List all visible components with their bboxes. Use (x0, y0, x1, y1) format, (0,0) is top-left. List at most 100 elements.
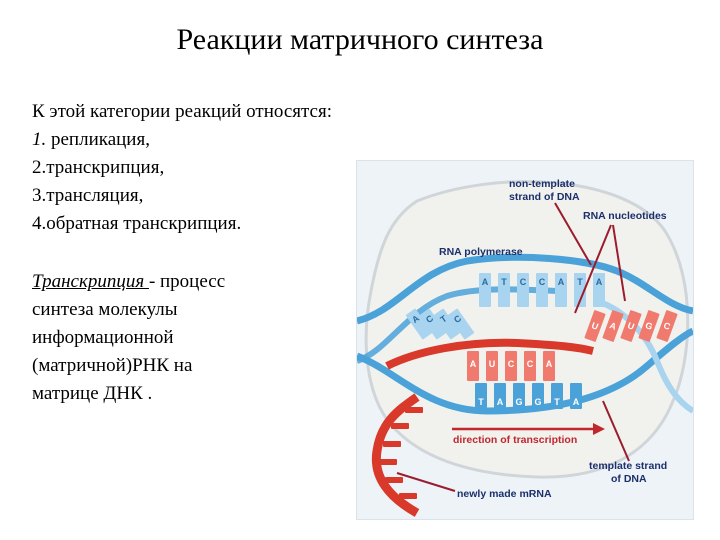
base-letter: T (577, 277, 583, 287)
mrna-base: U (486, 351, 498, 381)
list-item-number: 4. (32, 213, 47, 234)
label-newly-made-mrna: newly made mRNA (457, 488, 552, 500)
dna-top-left-base: A (405, 308, 433, 340)
pointer-mrna (396, 472, 456, 492)
dna-bottom-base: A (494, 383, 506, 409)
list-item-text: транскрипция, (46, 157, 165, 178)
transcription-definition: Транскрипция - процесс синтеза молекулы … (32, 268, 332, 408)
base-letter: C (520, 277, 527, 287)
mrna-base: C (524, 351, 536, 381)
free-rna-nucleotide: A (602, 310, 624, 342)
dna-bottom-base: T (551, 383, 563, 409)
base-letter: A (573, 397, 580, 407)
list-item-number: 1. (32, 129, 47, 150)
definition-line: информационной (32, 327, 174, 348)
label-direction: direction of transcription (453, 434, 577, 446)
pointer-non-template (554, 202, 592, 266)
dna-top-left-base: C (419, 308, 447, 340)
dna-bottom-base: T (475, 383, 487, 409)
base-letter: C (662, 320, 672, 332)
base-letter: T (501, 277, 507, 287)
mrna-exit-base (379, 459, 397, 465)
base-letter: A (608, 320, 618, 332)
base-letter: A (596, 277, 603, 287)
base-letter: C (452, 313, 463, 325)
label-template-2: of DNA (611, 473, 647, 485)
dna-top-base: C (536, 273, 548, 307)
free-rna-nucleotide: U (620, 310, 642, 342)
base-letter: G (534, 397, 541, 407)
mrna-exit-base (385, 477, 403, 483)
dna-top-base: T (574, 273, 586, 307)
definition-line: синтеза молекулы (32, 299, 178, 320)
list-item: 1. репликация, (32, 126, 241, 154)
base-letter: T (438, 313, 449, 325)
dna-top-left-base: T (433, 308, 461, 340)
list-item-number: 2. (32, 157, 47, 178)
label-non-template-1: non-template (509, 178, 575, 190)
base-letter: T (478, 397, 484, 407)
base-letter: U (489, 359, 496, 369)
dna-bottom-base: G (532, 383, 544, 409)
base-letter: A (482, 277, 489, 287)
mrna-backbone (385, 338, 594, 370)
list-item-text: обратная транскрипция. (46, 213, 242, 234)
pointer-nucleotides-b (612, 224, 626, 302)
definition-line: (матричной)РНК на (32, 355, 193, 376)
label-rna-nucleotides: RNA nucleotides (583, 210, 667, 222)
free-rna-nucleotide: C (656, 310, 678, 342)
definition-line: матрице ДНК . (32, 383, 153, 404)
base-letter: U (590, 320, 600, 332)
mrna-base: C (505, 351, 517, 381)
mrna-exit-base (399, 493, 417, 499)
definition-first-line: Транскрипция - процесс (32, 268, 332, 296)
dna-top-base: A (479, 273, 491, 307)
dna-top-base: T (498, 273, 510, 307)
dna-bottom-base: G (513, 383, 525, 409)
dna-top-left-base: C (447, 308, 475, 340)
list-item: 2.транскрипция, (32, 154, 241, 182)
dna-backbone-bottom (357, 327, 693, 415)
base-letter: A (497, 397, 504, 407)
dna-top-base: A (593, 273, 605, 307)
list-item-number: 3. (32, 185, 47, 206)
base-letter: C (527, 359, 534, 369)
label-template-1: template strand (589, 460, 667, 472)
base-letter: A (410, 313, 421, 325)
base-letter: A (546, 359, 553, 369)
definition-term: Транскрипция (32, 271, 149, 292)
reaction-list: 1. репликация, 2.транскрипция, 3.трансля… (32, 126, 241, 238)
base-letter: C (539, 277, 546, 287)
base-letter: U (626, 320, 636, 332)
list-item: 4.обратная транскрипция. (32, 210, 241, 238)
base-letter: C (508, 359, 515, 369)
definition-rest: - процесс (148, 271, 226, 292)
free-rna-nucleotide: U (584, 310, 606, 342)
list-item-text: трансляция, (46, 185, 144, 206)
base-letter: G (515, 397, 522, 407)
mrna-exit-base (383, 441, 401, 447)
free-rna-nucleotide: G (638, 310, 660, 342)
direction-arrowhead (593, 423, 605, 435)
dna-backbone-right (595, 298, 693, 414)
list-item-text: репликация, (46, 129, 150, 150)
base-letter: T (554, 397, 560, 407)
label-non-template-2: strand of DNA (509, 191, 580, 203)
pointer-nucleotides-a (574, 224, 612, 314)
dna-bottom-base: A (570, 383, 582, 409)
pointer-template (602, 400, 630, 462)
slide-title: Реакции матричного синтеза (176, 23, 544, 56)
dna-backbone-top (357, 253, 693, 325)
intro-text: К этой категории реакций относятся: (32, 101, 333, 122)
mrna-exit (371, 393, 420, 517)
base-letter: G (644, 320, 654, 332)
base-letter: A (470, 359, 477, 369)
mrna-base: A (467, 351, 479, 381)
mrna-exit-base (391, 423, 409, 429)
label-rna-polymerase: RNA polymerase (439, 246, 523, 258)
mrna-base: A (543, 351, 555, 381)
dna-top-base: A (555, 273, 567, 307)
mrna-exit-base (405, 407, 423, 413)
